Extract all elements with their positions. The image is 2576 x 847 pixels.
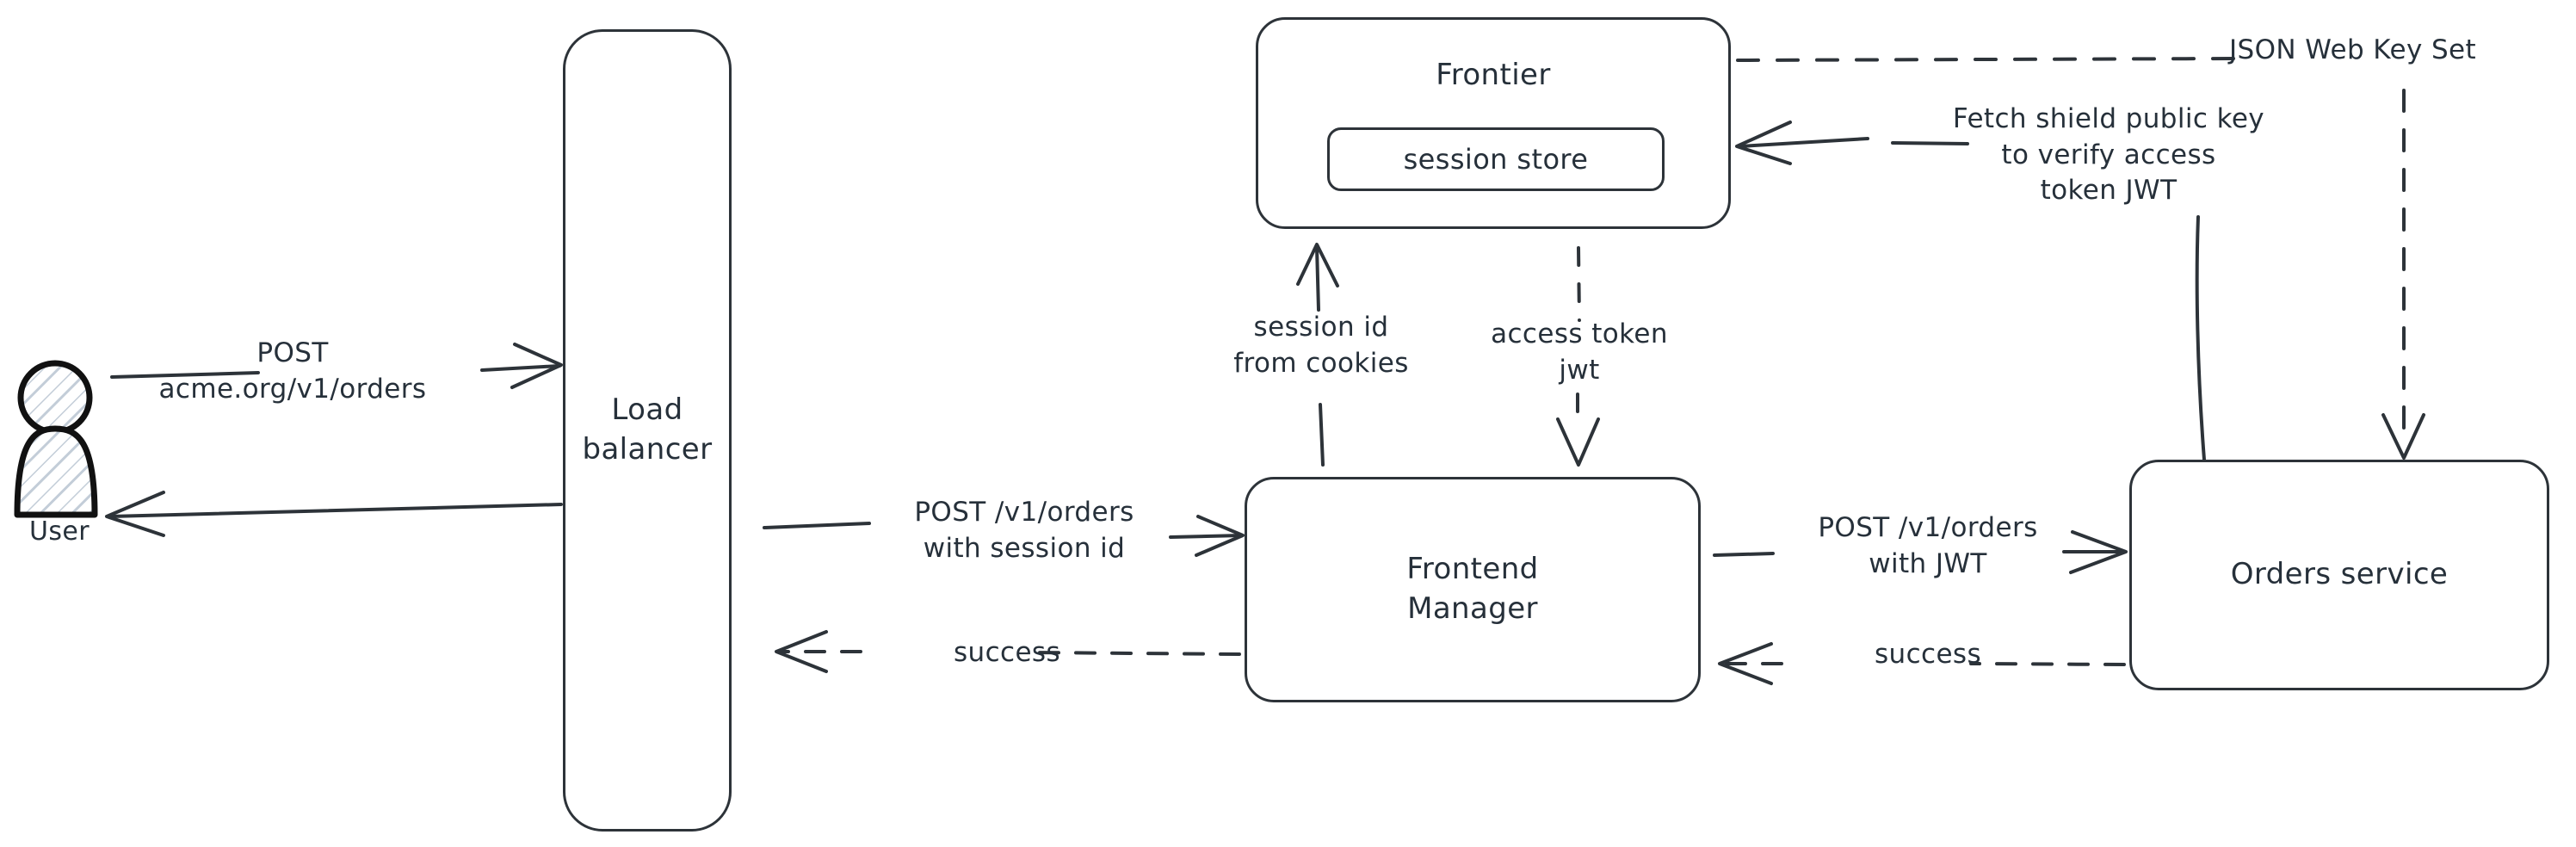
node-session-store[interactable]: session store xyxy=(1327,127,1665,191)
node-orders-service[interactable]: Orders service xyxy=(2129,460,2549,690)
person-icon xyxy=(14,360,98,518)
node-orders-service-label: Orders service xyxy=(2230,557,2449,592)
node-load-balancer[interactable]: Load balancer xyxy=(563,29,732,832)
edge-orders-to-fm xyxy=(1721,662,2126,666)
edge-label-user-to-lb: POST acme.org/v1/orders xyxy=(158,337,427,405)
edge-label-json-web-key-set: JSON Web Key Set xyxy=(2229,34,2477,65)
edge-label-lb-to-fm: POST /v1/orders with session id xyxy=(914,497,1134,564)
edge-fm-to-frontier xyxy=(1296,243,1339,467)
edge-orders-to-frontier xyxy=(1735,121,2206,461)
edge-user-to-lb xyxy=(110,343,563,389)
edge-frontier-to-fm xyxy=(1576,246,1581,432)
node-frontend-manager-label: Frontend Manager xyxy=(1406,552,1539,626)
edge-lb-to-fm xyxy=(763,515,1245,557)
edge-orders-to-fm-head xyxy=(1718,642,1773,685)
edge-fm-to-lb-head xyxy=(775,630,828,673)
node-session-store-label: session store xyxy=(1403,142,1589,176)
edge-frontier-to-fm-head xyxy=(1556,417,1600,467)
user-actor-caption: User xyxy=(29,516,90,547)
edge-lb-to-user xyxy=(105,491,563,537)
edge-fm-to-lb xyxy=(780,650,1241,656)
edge-label-session-id-from-cookies: session id from cookies xyxy=(1233,312,1409,379)
user-actor[interactable] xyxy=(12,360,115,515)
edge-frontier-to-orders-jwks xyxy=(1736,57,2406,432)
node-frontend-manager[interactable]: Frontend Manager xyxy=(1245,477,1701,702)
edge-jwks-head xyxy=(2381,413,2425,460)
edge-fm-to-orders xyxy=(1713,530,2128,574)
node-frontier[interactable]: Frontier session store xyxy=(1256,17,1731,229)
edge-label-fm-to-lb-success: success xyxy=(953,637,1061,668)
edge-label-access-token-jwt: access token jwt xyxy=(1491,318,1668,386)
edge-label-fetch-shield-public-key: Fetch shield public key to verify access… xyxy=(1952,103,2265,207)
node-load-balancer-label: Load balancer xyxy=(582,393,713,467)
edge-label-fm-to-orders: POST /v1/orders with JWT xyxy=(1818,512,2038,579)
node-frontier-label: Frontier xyxy=(1436,58,1551,92)
edge-label-orders-to-fm-success: success xyxy=(1874,639,1982,670)
